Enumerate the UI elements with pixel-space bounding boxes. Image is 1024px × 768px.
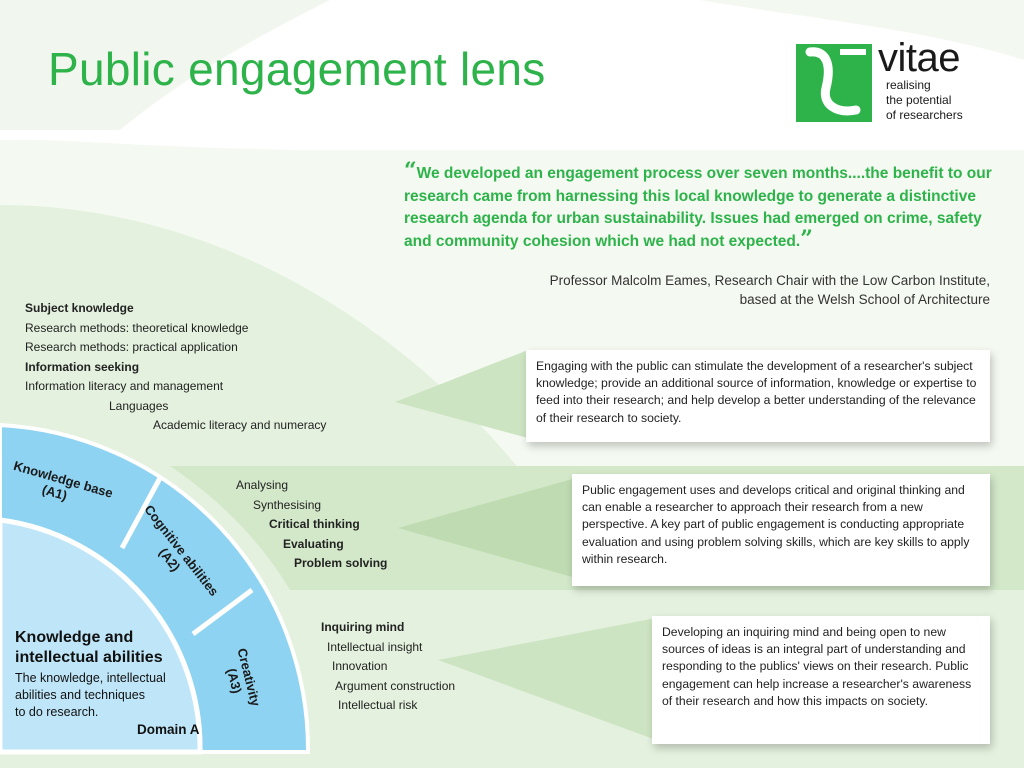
logo-tagline-line: of researchers [886, 108, 963, 122]
domain-heading-line: intellectual abilities [15, 649, 163, 666]
info-card-critical-thinking: Public engagement uses and develops crit… [572, 474, 990, 586]
list-item: Intellectual risk [338, 698, 418, 712]
list-item: Academic literacy and numeracy [153, 418, 327, 432]
list-item: Critical thinking [269, 517, 360, 531]
info-card-inquiring-mind: Developing an inquiring mind and being o… [652, 616, 990, 744]
list-item: Evaluating [283, 536, 344, 551]
knowledge-base-list: Subject knowledge Research methods: theo… [25, 299, 326, 436]
logo-tagline: realising the potential of researchers [886, 78, 963, 123]
pointer-arrow-3 [438, 618, 656, 740]
list-item: Argument construction [335, 678, 456, 693]
domain-desc-line: abilities and techniques [15, 688, 145, 702]
list-item: Research methods: practical application [25, 340, 238, 354]
pointer-arrow-1 [395, 350, 528, 438]
list-item: Synthesising [253, 497, 322, 512]
domain-tag: Domain A [137, 722, 200, 737]
vitae-mark-icon [796, 44, 872, 122]
list-item: Languages [109, 398, 169, 413]
open-quote-mark: “ [404, 158, 417, 184]
list-item: Information literacy and management [25, 379, 224, 393]
domain-desc-line: to do research. [15, 705, 99, 719]
list-heading: Subject knowledge [25, 301, 134, 315]
quote-text: We developed an engagement process over … [404, 165, 992, 250]
attribution-line: based at the Welsh School of Architectur… [739, 292, 990, 307]
logo-tagline-line: the potential [886, 93, 952, 107]
list-item: Research methods: theoretical knowledge [25, 320, 249, 335]
domain-description: Knowledge and intellectual abilities The… [15, 628, 215, 721]
domain-heading-line: Knowledge and [15, 629, 134, 646]
decor-swoosh [700, 0, 1024, 60]
list-heading: Information seeking [25, 359, 140, 374]
vitae-logo: vitae realising the potential of researc… [796, 36, 996, 126]
quote-attribution: Professor Malcolm Eames, Research Chair … [550, 271, 990, 309]
page-title: Public engagement lens [48, 43, 546, 95]
pointer-arrow-2 [398, 478, 576, 578]
cognitive-abilities-list: Analysing Synthesising Critical thinking… [236, 476, 387, 574]
testimonial-quote: “We developed an engagement process over… [404, 160, 1004, 253]
decor-swoosh [0, 0, 330, 130]
list-heading: Inquiring mind [321, 620, 405, 634]
creativity-list: Inquiring mind Intellectual insight Inno… [321, 618, 455, 716]
list-item: Analysing [236, 478, 289, 492]
domain-desc-line: The knowledge, intellectual [15, 671, 166, 685]
ring-inner [0, 517, 203, 755]
attribution-line: Professor Malcolm Eames, Research Chair … [549, 273, 990, 288]
close-quote-mark: ” [800, 225, 813, 252]
list-item: Intellectual insight [327, 639, 423, 654]
logo-wordmark: vitae [878, 36, 961, 80]
list-item: Innovation [332, 659, 388, 673]
list-item: Problem solving [294, 556, 388, 570]
logo-tagline-line: realising [886, 78, 931, 92]
info-card-subject-knowledge: Engaging with the public can stimulate t… [526, 350, 990, 442]
